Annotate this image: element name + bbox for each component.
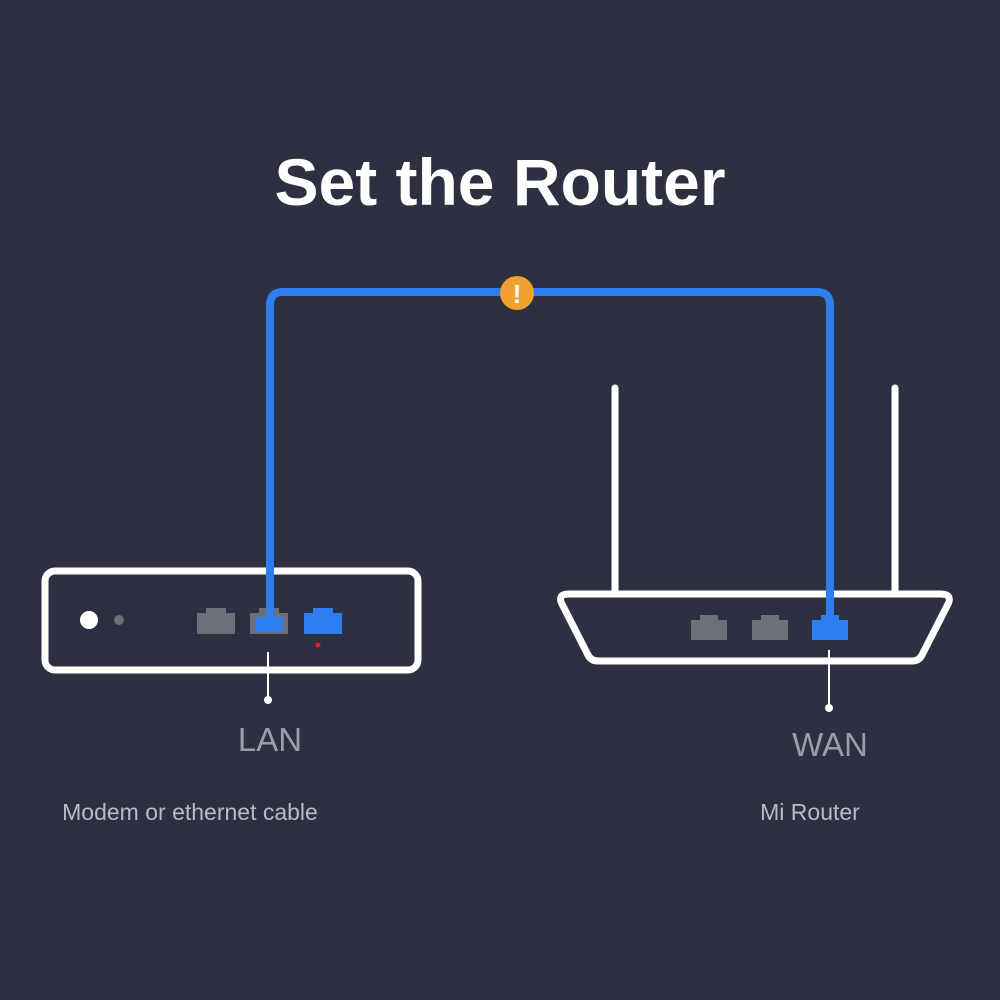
modem-power-light: [80, 611, 98, 629]
page-title: Set the Router: [274, 145, 726, 219]
modem-caption: Modem or ethernet cable: [62, 799, 318, 825]
warning-symbol: !: [513, 279, 522, 309]
modem-status-light: [114, 615, 124, 625]
warning-icon: !: [500, 276, 534, 310]
router-lan-port-2: [752, 615, 788, 640]
modem-blue-port: [304, 608, 342, 634]
lan-pointer: [264, 652, 272, 704]
modem-port-1: [197, 608, 235, 634]
router-lan-port-1: [691, 615, 727, 640]
ethernet-cable: [266, 288, 834, 620]
modem-indicator-dot: [315, 642, 321, 648]
router-caption: Mi Router: [760, 799, 860, 825]
wan-pointer: [825, 650, 833, 712]
lan-port-label: LAN: [237, 721, 303, 758]
modem-outline: [41, 567, 422, 674]
wan-port-label: WAN: [792, 726, 868, 763]
